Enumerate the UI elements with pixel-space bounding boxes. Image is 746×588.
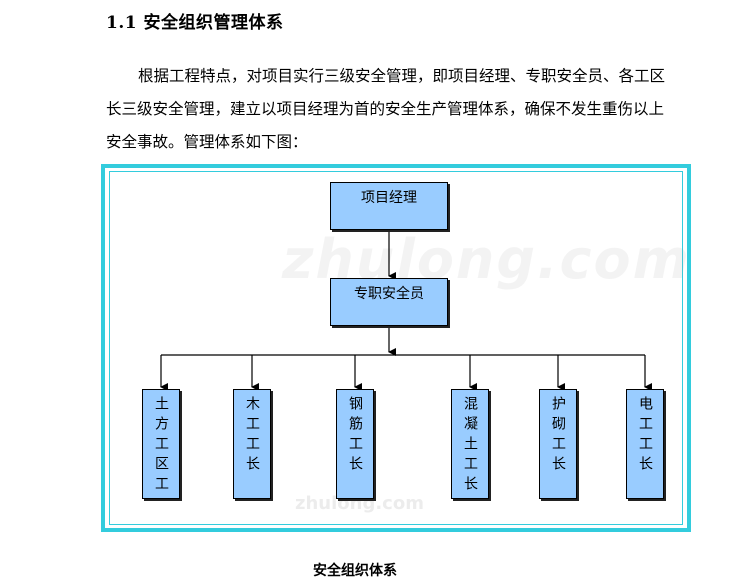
- diagram-frame-inner: [109, 171, 683, 525]
- figure-caption: 安全组织体系: [313, 563, 397, 579]
- node-safety-officer: 专职安全员: [330, 278, 448, 326]
- node-electrical-foreman: 电工工长: [626, 389, 664, 499]
- node-project-manager: 项目经理: [330, 182, 448, 230]
- diagram-frame-outer: [101, 164, 691, 532]
- node-carpentry-foreman: 木工工长: [233, 389, 271, 499]
- node-concrete-foreman: 混凝土工长: [451, 389, 489, 499]
- node-masonry-foreman: 护砌工长: [539, 389, 577, 499]
- node-rebar-foreman: 钢筋工长: [336, 389, 374, 499]
- section-heading: 1.1 安全组织管理体系: [106, 13, 284, 33]
- intro-paragraph: 根据工程特点，对项目实行三级安全管理，即项目经理、专职安全员、各工区长三级安全管…: [106, 67, 666, 151]
- watermark-small: zhulong.com: [295, 493, 424, 514]
- node-earthwork-chief: 土方工区工: [142, 389, 180, 499]
